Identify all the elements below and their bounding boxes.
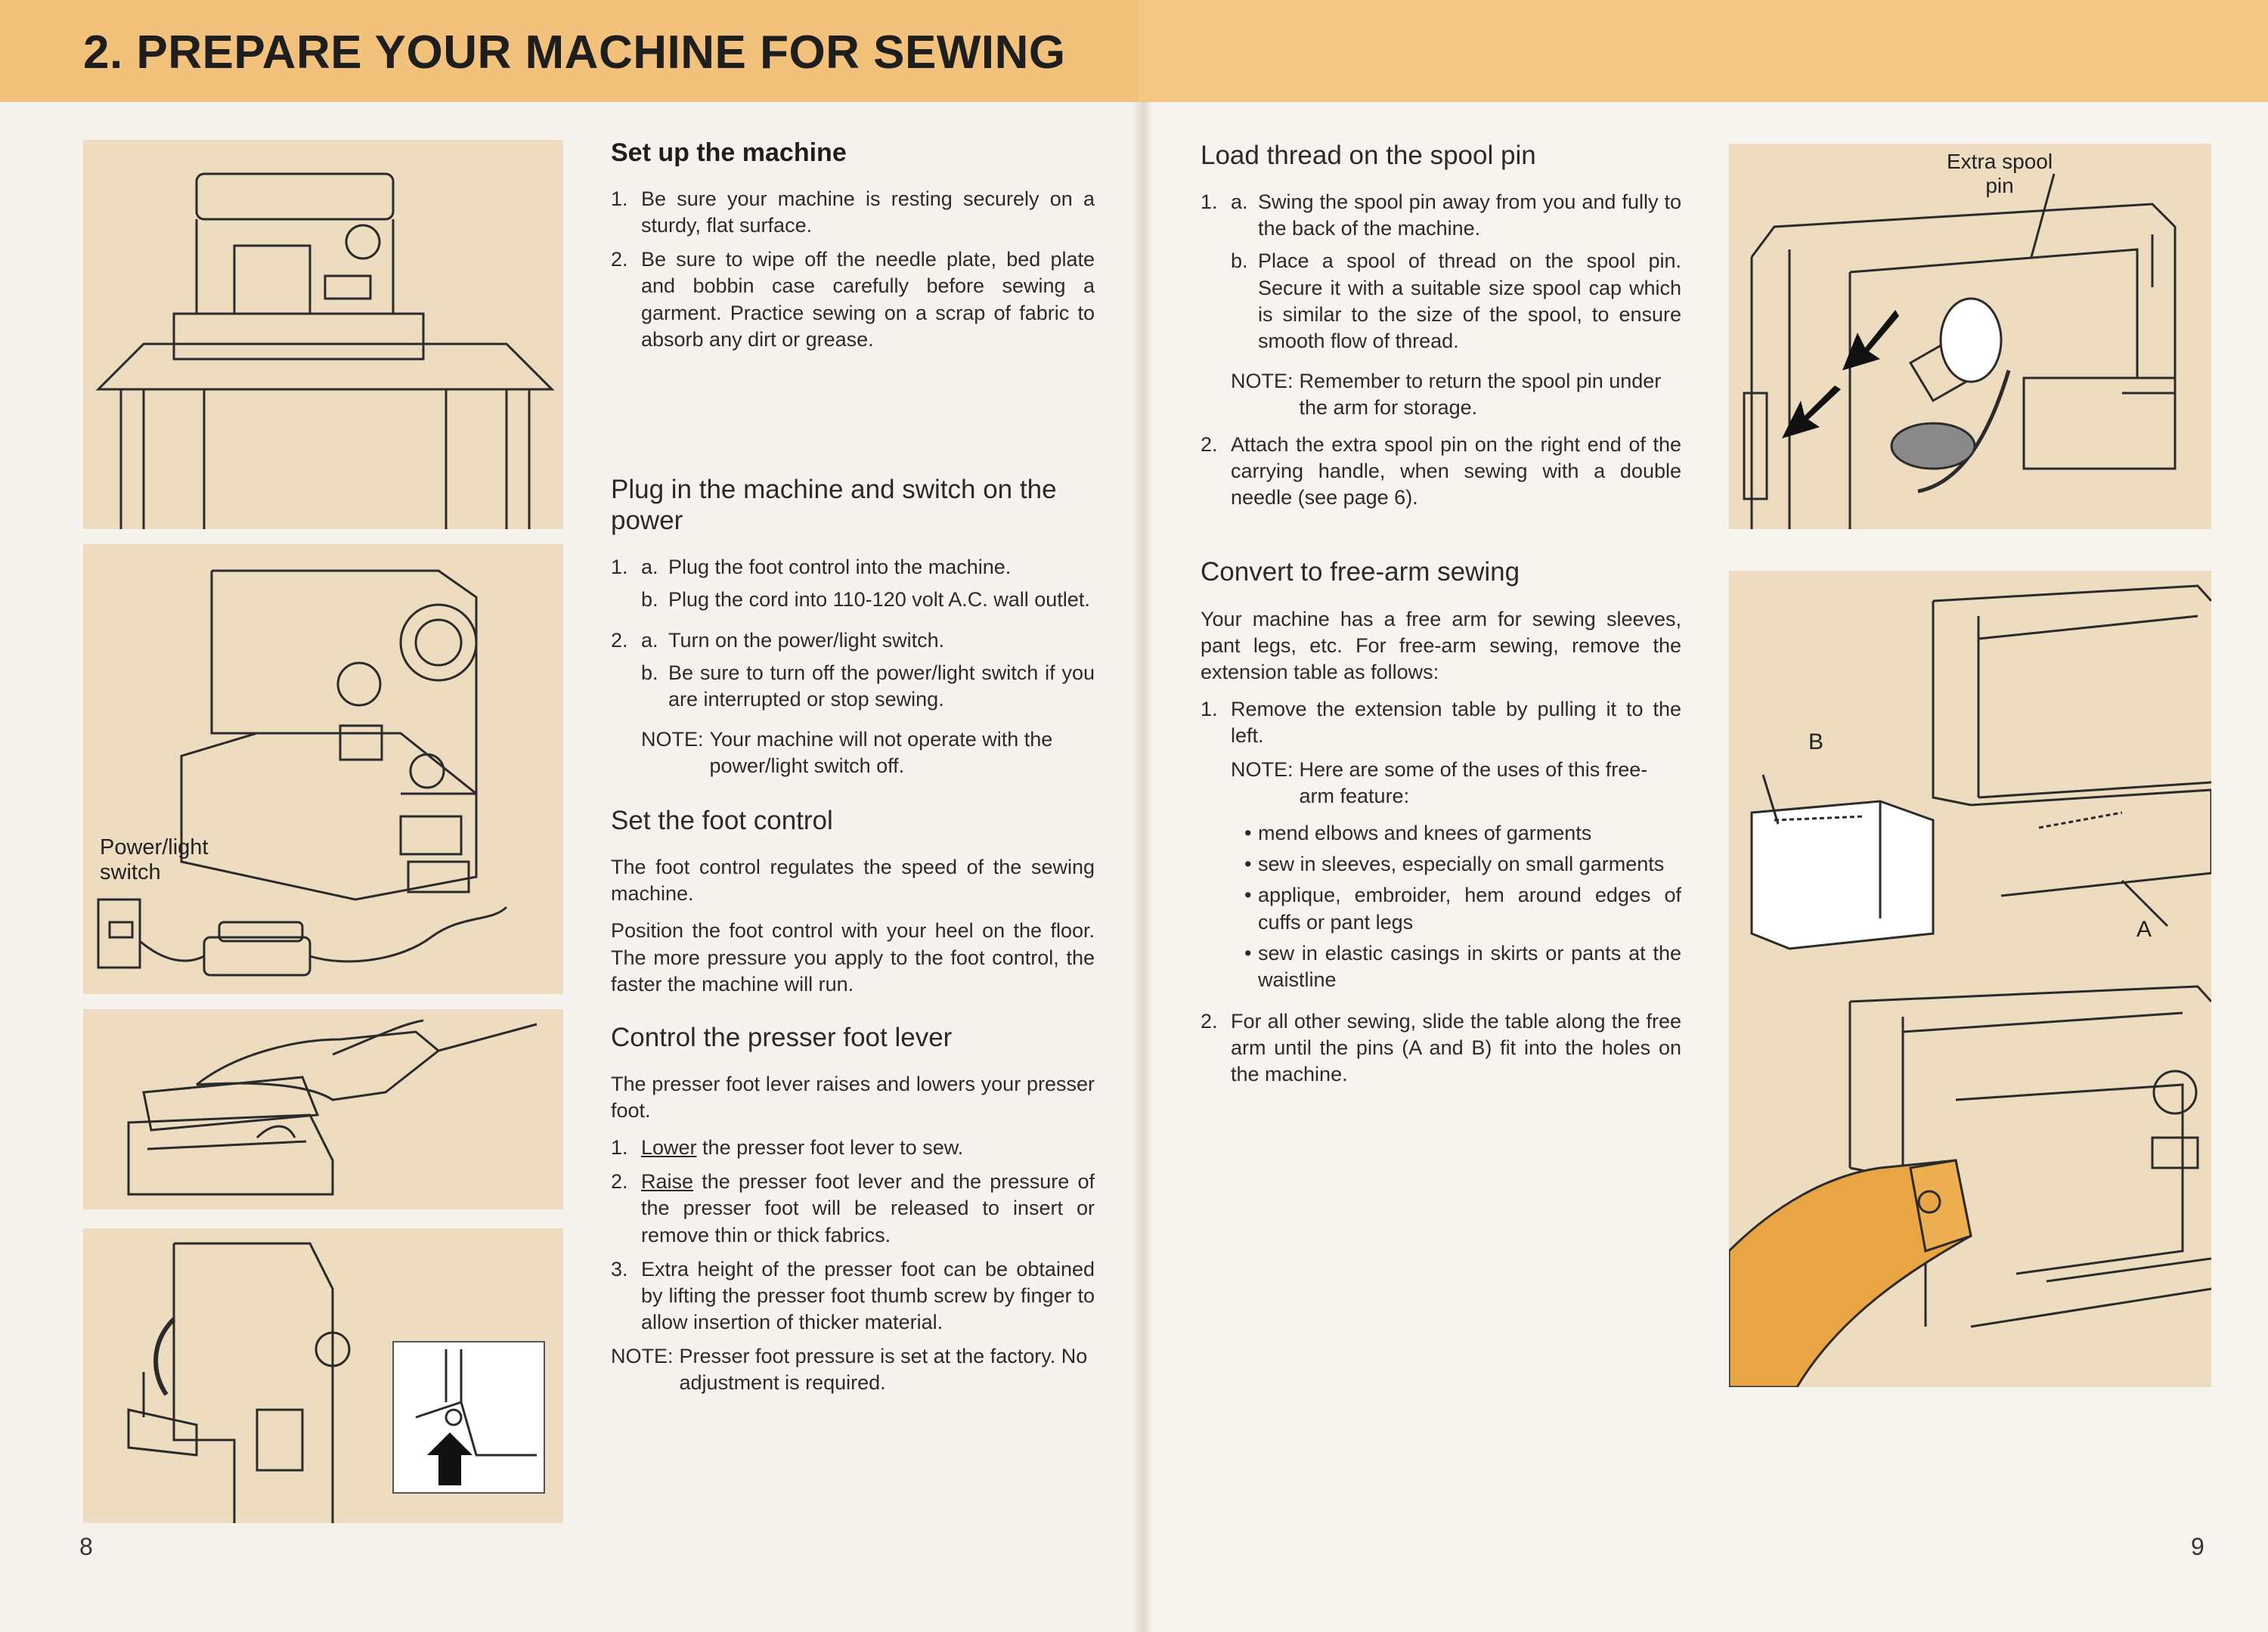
setup-item-2: 2. Be sure to wipe off the needle plate,… xyxy=(611,248,1095,351)
setup-item-1: 1. Be sure your machine is resting secur… xyxy=(611,187,1095,237)
spool-item-1: 1. a.Swing the spool pin away from you a… xyxy=(1201,190,1681,352)
presser-item-3: 3. Extra height of the presser foot can … xyxy=(611,1257,1095,1333)
freearm-bullet-1: •mend elbows and knees of garments xyxy=(1244,822,1592,845)
power-switch-illustration xyxy=(97,569,508,977)
spool-heading: Load thread on the spool pin xyxy=(1201,141,1536,170)
setup-heading: Set up the machine xyxy=(611,138,847,167)
freearm-bullet-2: •sew in sleeves, especially on small gar… xyxy=(1244,853,1665,876)
foot-control-illustration xyxy=(127,1019,538,1196)
presser-intro: The presser foot lever raises and lowers… xyxy=(611,1073,1095,1123)
page-title: 2. PREPARE YOUR MACHINE FOR SEWING xyxy=(83,26,1066,79)
figure-power-switch xyxy=(83,544,563,994)
presser-item-1: 1. Lower the presser foot lever to sew. xyxy=(611,1136,964,1160)
figure-spool-pin xyxy=(1729,144,2211,529)
plug-item-2: 2. a.Turn on the power/light switch. b.B… xyxy=(611,628,1095,711)
free-arm-illustration xyxy=(1729,584,2211,1387)
machine-on-table-illustration xyxy=(95,172,555,529)
freearm-bullet-4: •sew in elastic casings in skirts or pan… xyxy=(1244,941,1681,991)
presser-item-2: 2. Raise the presser foot lever and the … xyxy=(611,1170,1095,1246)
pin-a-label: A xyxy=(2136,917,2152,942)
presser-note: NOTE: Presser foot pressure is set at th… xyxy=(611,1344,1088,1394)
freearm-heading: Convert to free-arm sewing xyxy=(1201,557,1520,587)
freearm-item-1: 1. Remove the extension table by pulling… xyxy=(1201,697,1681,747)
foot-control-heading: Set the foot control xyxy=(611,806,833,835)
page-number-left: 8 xyxy=(79,1533,93,1560)
pin-b-label: B xyxy=(1808,729,1824,754)
figure-foot-control xyxy=(83,1009,563,1209)
plug-note: NOTE: Your machine will not operate with… xyxy=(641,727,1053,777)
freearm-bullets: •mend elbows and knees of garments •sew … xyxy=(1201,820,1681,993)
figure-presser-foot-lever xyxy=(83,1228,563,1523)
spool-note: NOTE: Remember to return the spool pin u… xyxy=(1231,369,1662,419)
foot-control-p1: The foot control regulates the speed of … xyxy=(611,856,1095,906)
presser-heading: Control the presser foot lever xyxy=(611,1022,953,1052)
foot-control-p2: Position the foot control with your heel… xyxy=(611,919,1095,996)
presser-foot-lever-illustration xyxy=(127,1242,545,1523)
extra-spool-pin-label: Extra spool pin xyxy=(1947,150,2053,198)
plug-heading: Plug in the machine and switch on the po… xyxy=(611,474,1057,536)
header-band-left xyxy=(0,0,1138,102)
right-text-column: Load thread on the spool pin 1. a.Swing … xyxy=(1201,140,1681,1095)
header-band-right xyxy=(1138,0,2268,102)
freearm-intro: Your machine has a free arm for sewing s… xyxy=(1201,607,1681,683)
spool-pin-illustration xyxy=(1743,173,2177,529)
left-text-column: Set up the machine 1. Be sure your machi… xyxy=(611,136,1095,1407)
freearm-note: NOTE: Here are some of the uses of this … xyxy=(1231,758,1648,808)
page-gutter xyxy=(1130,0,1153,1632)
freearm-item-2: 2. For all other sewing, slide the table… xyxy=(1201,1009,1681,1086)
figure-free-arm xyxy=(1729,571,2211,1387)
spool-item-2: 2. Attach the extra spool pin on the rig… xyxy=(1201,433,1681,509)
freearm-bullet-3: •applique, embroider, hem around edges o… xyxy=(1244,884,1681,934)
figure-machine-on-table xyxy=(83,140,563,529)
page-number-right: 9 xyxy=(2191,1533,2204,1560)
power-switch-label: Power/light switch xyxy=(100,835,209,885)
plug-item-1: 1. a.Plug the foot control into the mach… xyxy=(611,556,1090,612)
